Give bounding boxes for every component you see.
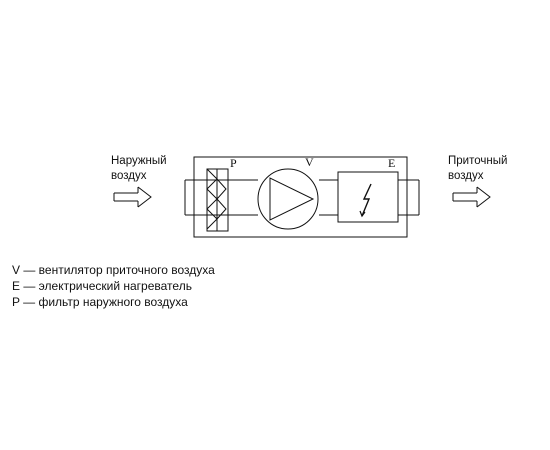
outlet-arrow-icon <box>452 186 491 208</box>
legend-item-fan: V — вентилятор приточного воздуха <box>12 263 215 277</box>
filter-icon <box>206 168 229 232</box>
duct <box>184 179 420 216</box>
legend-item-filter: P — фильтр наружного воздуха <box>12 295 188 309</box>
legend-item-heater: E — электрический нагреватель <box>12 279 192 293</box>
legend: V — вентилятор приточного воздуха E — эл… <box>12 262 215 310</box>
inlet-arrow-icon <box>113 186 152 208</box>
unit-housing <box>193 156 408 238</box>
outdoor-air-label: Наружный воздух <box>111 155 167 182</box>
heater-icon <box>337 171 399 223</box>
supply-air-label: Приточный воздух <box>448 155 508 182</box>
fan-letter: V <box>305 155 314 169</box>
heater-letter: E <box>388 156 395 170</box>
filter-letter: P <box>230 156 237 170</box>
fan-icon <box>257 168 319 230</box>
